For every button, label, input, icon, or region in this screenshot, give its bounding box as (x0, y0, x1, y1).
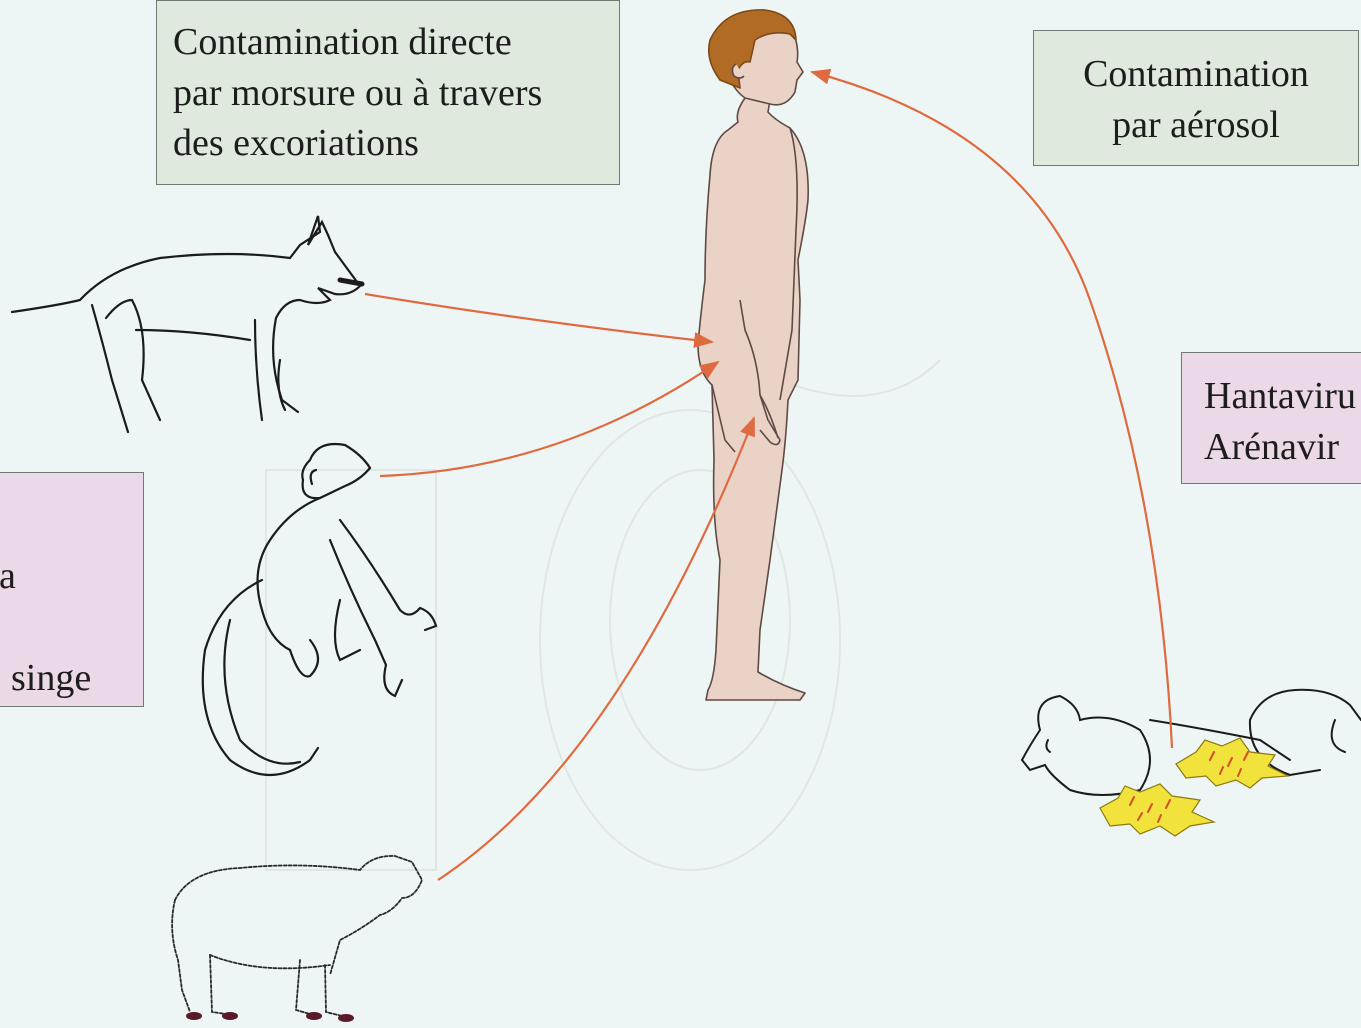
monkey-icon (203, 444, 436, 775)
left-line-3: singe (0, 653, 143, 704)
left-line-1: a (0, 551, 143, 602)
arrow-sheep-to-human (438, 418, 754, 880)
rodent-icon (1022, 690, 1361, 795)
sheep-icon (172, 856, 422, 1016)
direct-line-1: Contamination directe (173, 17, 619, 68)
aerosol-line-2: par aérosol (1034, 100, 1358, 151)
background-faint-drawing (266, 360, 940, 870)
dog-icon (12, 216, 362, 432)
direct-line-3: des excoriations (173, 118, 619, 169)
arrow-monkey-to-human (380, 362, 718, 476)
excrement-icon (1100, 738, 1288, 836)
hanta-line-2: Arénavir (1204, 422, 1361, 473)
left-virus-box: a singe (0, 472, 144, 707)
hantavirus-arenavirus-box: Hantaviru Arénavir (1181, 352, 1361, 484)
left-line-2 (0, 602, 143, 653)
human-figure-icon (698, 10, 808, 700)
aerosol-line-1: Contamination (1034, 49, 1358, 100)
arrow-rodent-to-human (812, 72, 1172, 748)
arrow-dog-to-human (365, 294, 712, 342)
direct-line-2: par morsure ou à travers (173, 68, 619, 119)
hanta-line-1: Hantaviru (1204, 371, 1361, 422)
direct-contamination-box: Contamination directe par morsure ou à t… (156, 0, 620, 185)
aerosol-contamination-box: Contamination par aérosol (1033, 30, 1359, 166)
